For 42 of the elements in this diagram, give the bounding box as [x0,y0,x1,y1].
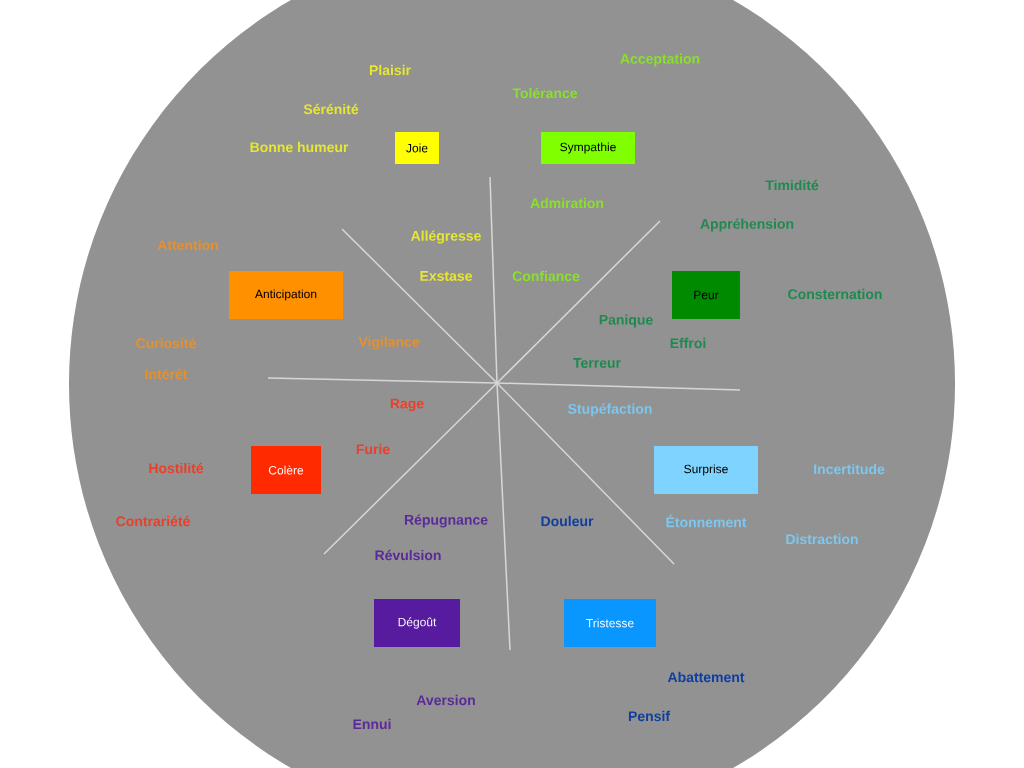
emotion-box: Surprise [654,446,758,494]
emotion-label: Furie [356,443,390,455]
emotion-label: Attention [157,239,218,251]
emotion-label: Douleur [541,515,594,527]
emotion-label: Ennui [353,718,391,730]
emotion-label: Timidité [765,179,819,191]
emotion-label: Répugnance [404,514,488,528]
emotion-label: Abattement [667,671,745,683]
emotion-label: Vigilance [358,336,420,350]
emotion-label: Révulsion [375,549,441,561]
emotion-label: Stupéfaction [568,403,652,417]
emotion-box: Peur [672,271,740,319]
emotion-label: Rage [390,398,424,412]
emotion-box: Dégoût [374,599,460,647]
emotion-label: Confiance [512,270,580,282]
emotion-label: Effroi [670,337,706,349]
emotion-label: Consternation [788,288,882,300]
emotion-box: Joie [395,132,439,164]
emotion-label: Contrariété [116,515,190,527]
emotion-label: Admiration [530,197,604,209]
emotion-label: Distraction [786,533,858,545]
emotion-label: Plaisir [369,64,411,76]
emotion-label: Bonne humeur [250,141,349,153]
emotion-label: Curiosité [136,337,196,349]
emotion-label: Allégresse [410,230,481,244]
emotion-label: Tolérance [512,87,578,99]
emotion-box: Anticipation [229,271,343,319]
emotion-label: Terreur [573,358,621,368]
emotion-box: Tristesse [564,599,656,647]
emotion-label: Exstase [420,271,472,281]
emotion-label: Étonnement [666,514,747,528]
emotion-label: Incertitude [814,463,885,475]
emotion-box: Colère [251,446,321,494]
emotion-label: Panique [599,314,653,328]
emotion-label: Intérêt [145,368,188,380]
emotion-label: Sérénité [303,103,359,115]
emotion-label: Acceptation [620,53,700,67]
emotion-label: Hostilité [149,462,204,474]
emotion-label: Appréhension [700,218,794,232]
emotion-label: Pensif [628,710,671,722]
emotion-label: Aversion [416,694,475,706]
emotion-box: Sympathie [541,132,635,164]
